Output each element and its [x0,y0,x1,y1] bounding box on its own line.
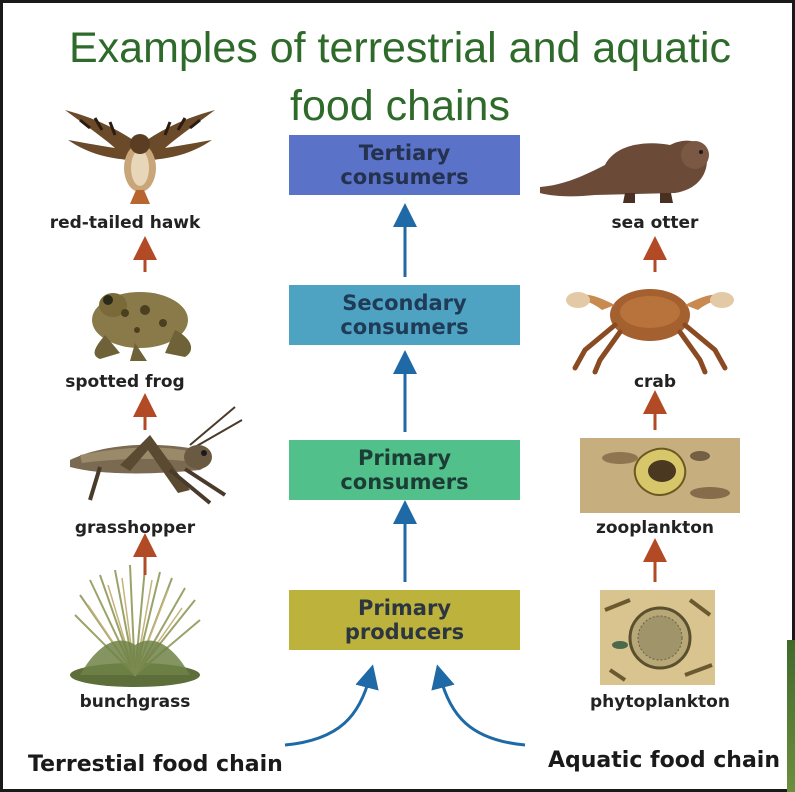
arrow-terrestrial-input [285,676,370,745]
arrow-aquatic-input [440,676,525,745]
